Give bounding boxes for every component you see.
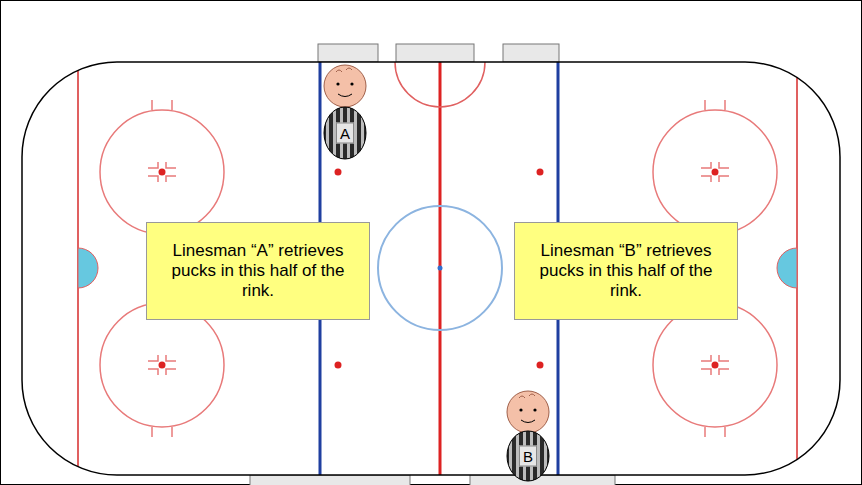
callout-box: Linesman “B” retrieves pucks in this hal… bbox=[514, 222, 738, 320]
linesman-head bbox=[324, 65, 366, 107]
callout-box: Linesman “A” retrieves pucks in this hal… bbox=[146, 222, 370, 320]
linesman-jersey: A bbox=[323, 106, 367, 160]
linesman-head bbox=[507, 391, 549, 433]
callout-text: Linesman “A” retrieves pucks in this hal… bbox=[157, 241, 359, 301]
linesman-letter: A bbox=[336, 123, 354, 144]
linesman-jersey: B bbox=[506, 430, 550, 482]
callout-text: Linesman “B” retrieves pucks in this hal… bbox=[525, 241, 727, 301]
linesman-letter: B bbox=[519, 446, 537, 467]
